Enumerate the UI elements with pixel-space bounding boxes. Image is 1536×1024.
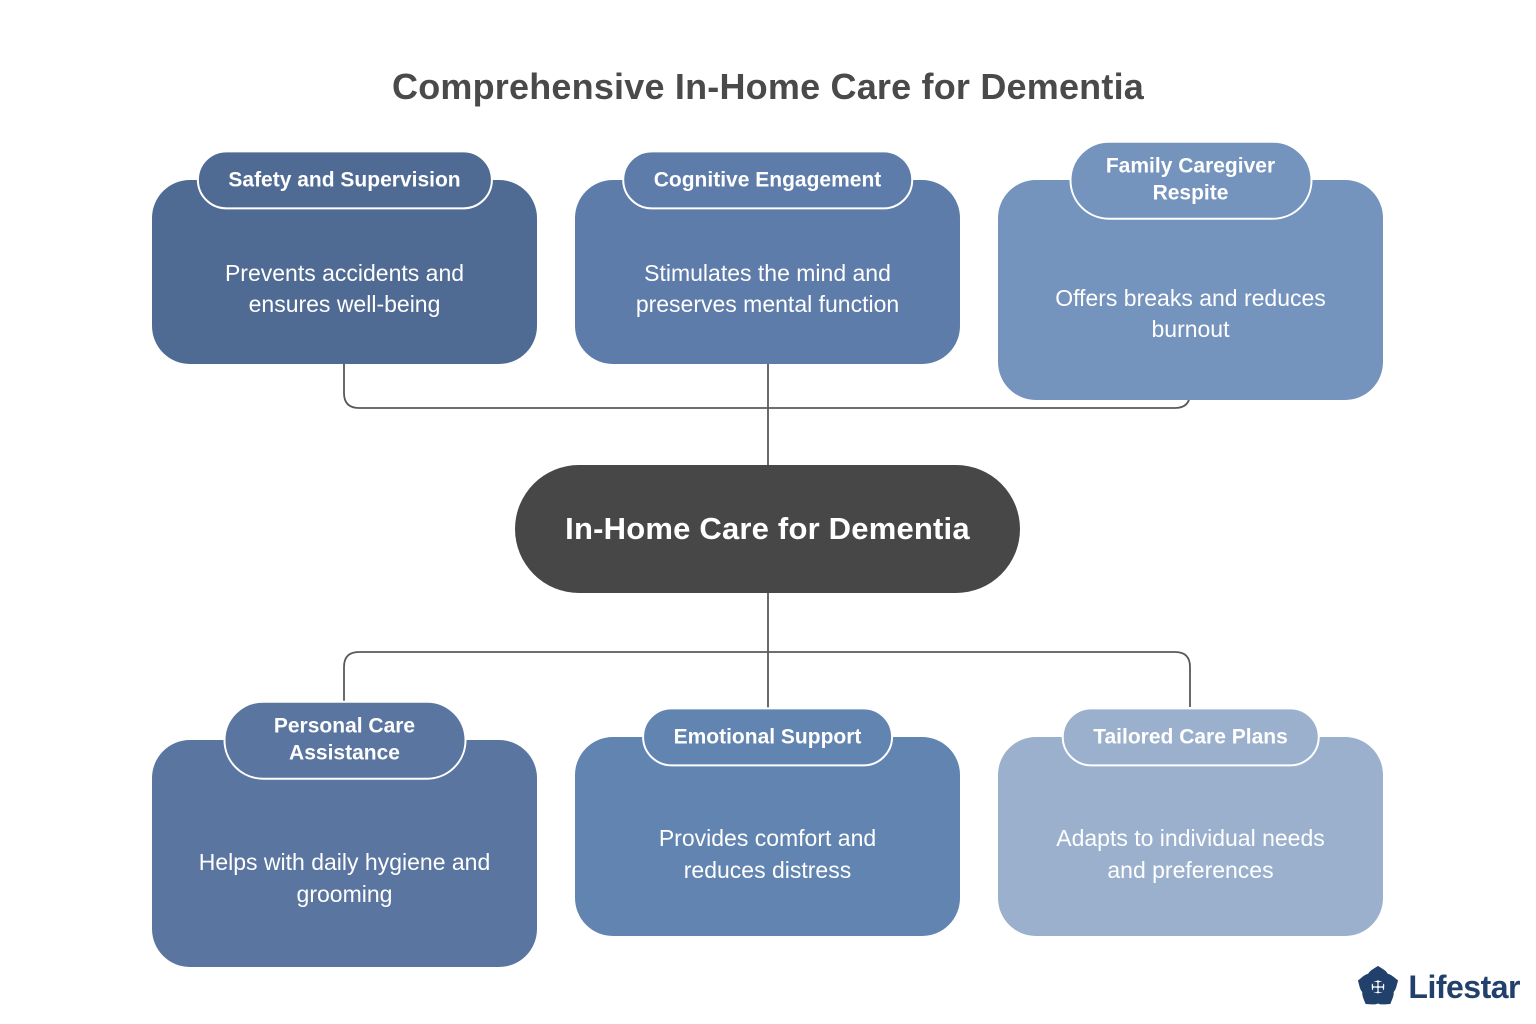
branch-title: Safety and Supervision [228,168,461,192]
branch-title-pill: Cognitive Engagement [621,150,914,210]
branch-description: Stimulates the mind and preserves mental… [635,259,900,317]
branch-title: Tailored Care Plans [1093,725,1288,749]
branch-title-pill: Emotional Support [641,707,894,767]
branch-description: Prevents accidents and ensures well-bein… [224,259,465,317]
branch-card-safety-supervision: Safety and Supervision Prevents accident… [152,150,537,364]
branch-title-pill: Tailored Care Plans [1061,707,1320,767]
branch-title: Family Caregiver Respite [1105,154,1276,205]
branch-card-family-caregiver-respite: Family Caregiver Respite Offers breaks a… [998,140,1383,400]
branch-description: Adapts to individual needs and preferenc… [1056,825,1325,883]
branch-title-pill: Personal Care Assistance [223,700,466,780]
page-title: Comprehensive In-Home Care for Dementia [392,66,1144,108]
lifestar-logo: Lifestar [1355,964,1520,1010]
lifestar-logo-text: Lifestar [1408,968,1520,1005]
branch-description: Helps with daily hygiene and grooming [198,849,491,907]
lifestar-house-star-icon [1358,965,1399,1005]
branch-description: Provides comfort and reduces distress [658,825,877,883]
branch-title-pill: Family Caregiver Respite [1069,140,1312,220]
central-topic-label: In-Home Care for Dementia [565,511,970,546]
branch-card-personal-care-assistance: Personal Care Assistance Helps with dail… [152,700,537,967]
connector-bottom-bracket [343,651,1191,714]
branch-title: Personal Care Assistance [273,714,416,765]
branch-title-pill: Safety and Supervision [196,150,493,210]
branch-card-cognitive-engagement: Cognitive Engagement Stimulates the mind… [575,150,960,364]
branch-description: Offers breaks and reduces burnout [1055,284,1326,342]
branch-title: Cognitive Engagement [653,168,882,192]
central-topic-node: In-Home Care for Dementia [515,465,1020,593]
branch-card-tailored-care-plans: Tailored Care Plans Adapts to individual… [998,707,1383,936]
branch-card-emotional-support: Emotional Support Provides comfort and r… [575,707,960,936]
branch-title: Emotional Support [673,725,862,749]
